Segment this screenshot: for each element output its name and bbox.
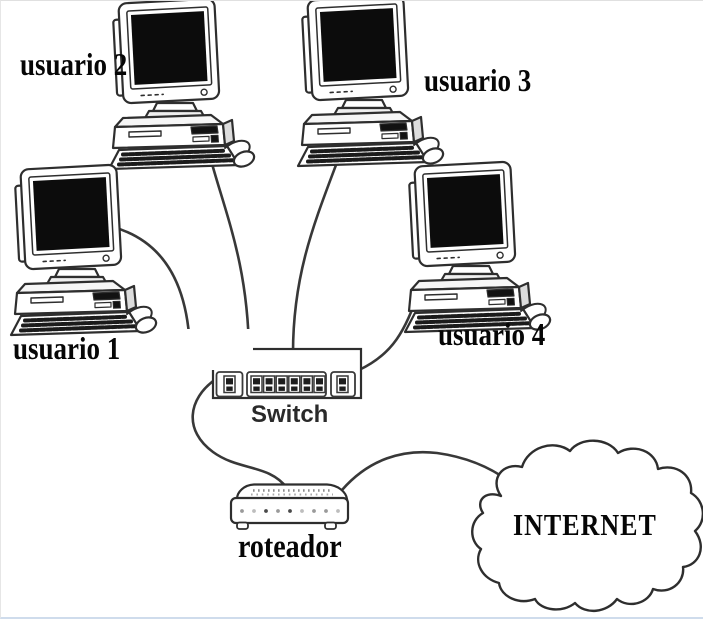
computer-icon-usuario4	[403, 159, 555, 335]
computer-icon-usuario1	[9, 162, 161, 338]
switch-port-icon	[313, 375, 326, 394]
cable-usuario1-switch	[111, 225, 192, 353]
label-usuario4: usuario 4	[438, 316, 546, 353]
router-device	[229, 483, 350, 530]
label-usuario2: usuario 2	[20, 46, 128, 83]
label-usuario1: usuario 1	[13, 330, 121, 367]
cable-switch-router	[191, 377, 289, 490]
computer-icon-usuario2	[107, 1, 259, 172]
cable-usuario3-switch	[291, 155, 341, 355]
cable-usuario2-switch	[207, 151, 251, 355]
switch-device	[177, 329, 363, 400]
label-usuario3: usuario 3	[424, 62, 532, 99]
switch-port-icon	[288, 375, 301, 394]
switch-port-icon	[300, 375, 314, 394]
label-roteador: roteador	[238, 528, 342, 566]
switch-white-patch	[177, 329, 253, 370]
router-leds	[240, 509, 340, 513]
switch-port-icon	[250, 375, 263, 394]
switch-port-icon	[262, 375, 276, 394]
switch-port-icon	[275, 375, 288, 394]
switch-port-icon	[336, 375, 349, 394]
switch-port-icon	[223, 375, 236, 394]
router-foot	[236, 521, 249, 530]
label-internet: INTERNET	[513, 507, 657, 542]
router-top	[235, 483, 349, 501]
router-foot	[324, 521, 337, 530]
label-switch: Switch	[251, 401, 329, 428]
internet-cloud-icon	[471, 439, 703, 612]
